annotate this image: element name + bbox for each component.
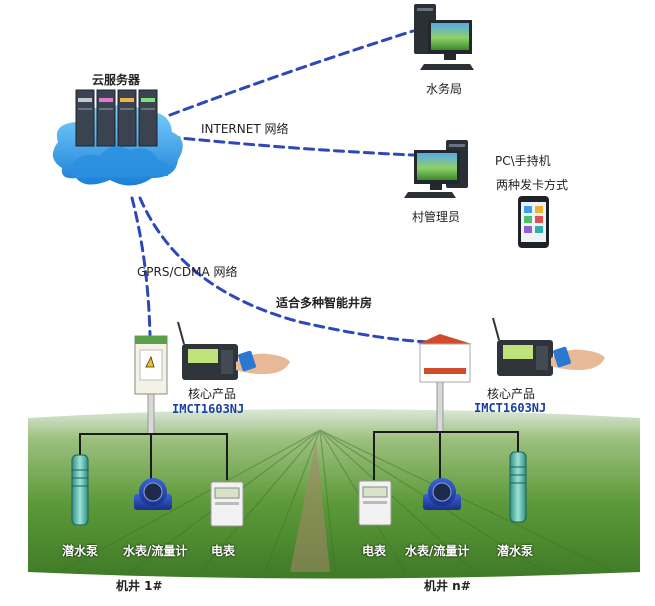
well-1-device-label: 电表 xyxy=(211,544,236,558)
desktop-computer-icon xyxy=(414,4,474,70)
village-admin-label: 村管理员 xyxy=(412,210,461,224)
well-n-pump-house xyxy=(418,334,472,433)
well-1-title: 机井 1# xyxy=(116,579,163,593)
well-n-wiring xyxy=(373,431,519,480)
water-meter-icon xyxy=(134,478,172,510)
card-controller-device xyxy=(492,317,605,376)
submersible-pump-icon xyxy=(71,454,89,526)
water-bureau-label: 水务局 xyxy=(426,82,463,96)
link-cloud-to-well-n xyxy=(138,196,432,344)
well-1-device-label: 潜水泵 xyxy=(62,544,99,558)
link-cloud-to-well-1 xyxy=(130,196,152,337)
cloud-server-icon xyxy=(52,89,183,186)
well-n-device-label: 潜水泵 xyxy=(497,544,534,558)
gprs-link-label: GPRS/CDMA 网络 xyxy=(137,265,238,279)
cloud-server-label: 云服务器 xyxy=(92,73,141,87)
well-n-device-label: 水表/流量计 xyxy=(405,544,470,558)
pc-handheld-label: PC\手持机 xyxy=(495,154,551,168)
water-meter-icon xyxy=(423,478,461,510)
well-1-control-cabinet xyxy=(134,335,168,435)
link-cloud-to-water-bureau xyxy=(168,29,415,117)
desktop-computer-icon xyxy=(404,140,468,198)
card-controller-device xyxy=(177,321,290,380)
electricity-meter-icon xyxy=(210,481,244,527)
electricity-meter-icon xyxy=(358,480,392,526)
core-product-label-n: 核心产品 xyxy=(487,387,536,401)
card-methods-label: 两种发卡方式 xyxy=(496,178,569,192)
smart-well-label: 适合多种智能井房 xyxy=(276,296,373,310)
well-1-wiring xyxy=(79,433,228,480)
model-label-1: IMCT1603NJ xyxy=(172,402,245,416)
core-product-label-1: 核心产品 xyxy=(188,387,237,401)
well-n-title: 机井 n# xyxy=(424,579,471,593)
well-1-device-label: 水表/流量计 xyxy=(123,544,188,558)
internet-link-label: INTERNET 网络 xyxy=(201,122,289,136)
farm-field-background xyxy=(28,409,640,579)
submersible-pump-icon xyxy=(509,451,527,523)
network-links xyxy=(130,29,432,344)
model-label-n: IMCT1603NJ xyxy=(474,401,547,415)
link-cloud-to-village-admin xyxy=(168,135,415,157)
smartphone-icon xyxy=(518,196,549,248)
well-n-device-label: 电表 xyxy=(362,544,387,558)
